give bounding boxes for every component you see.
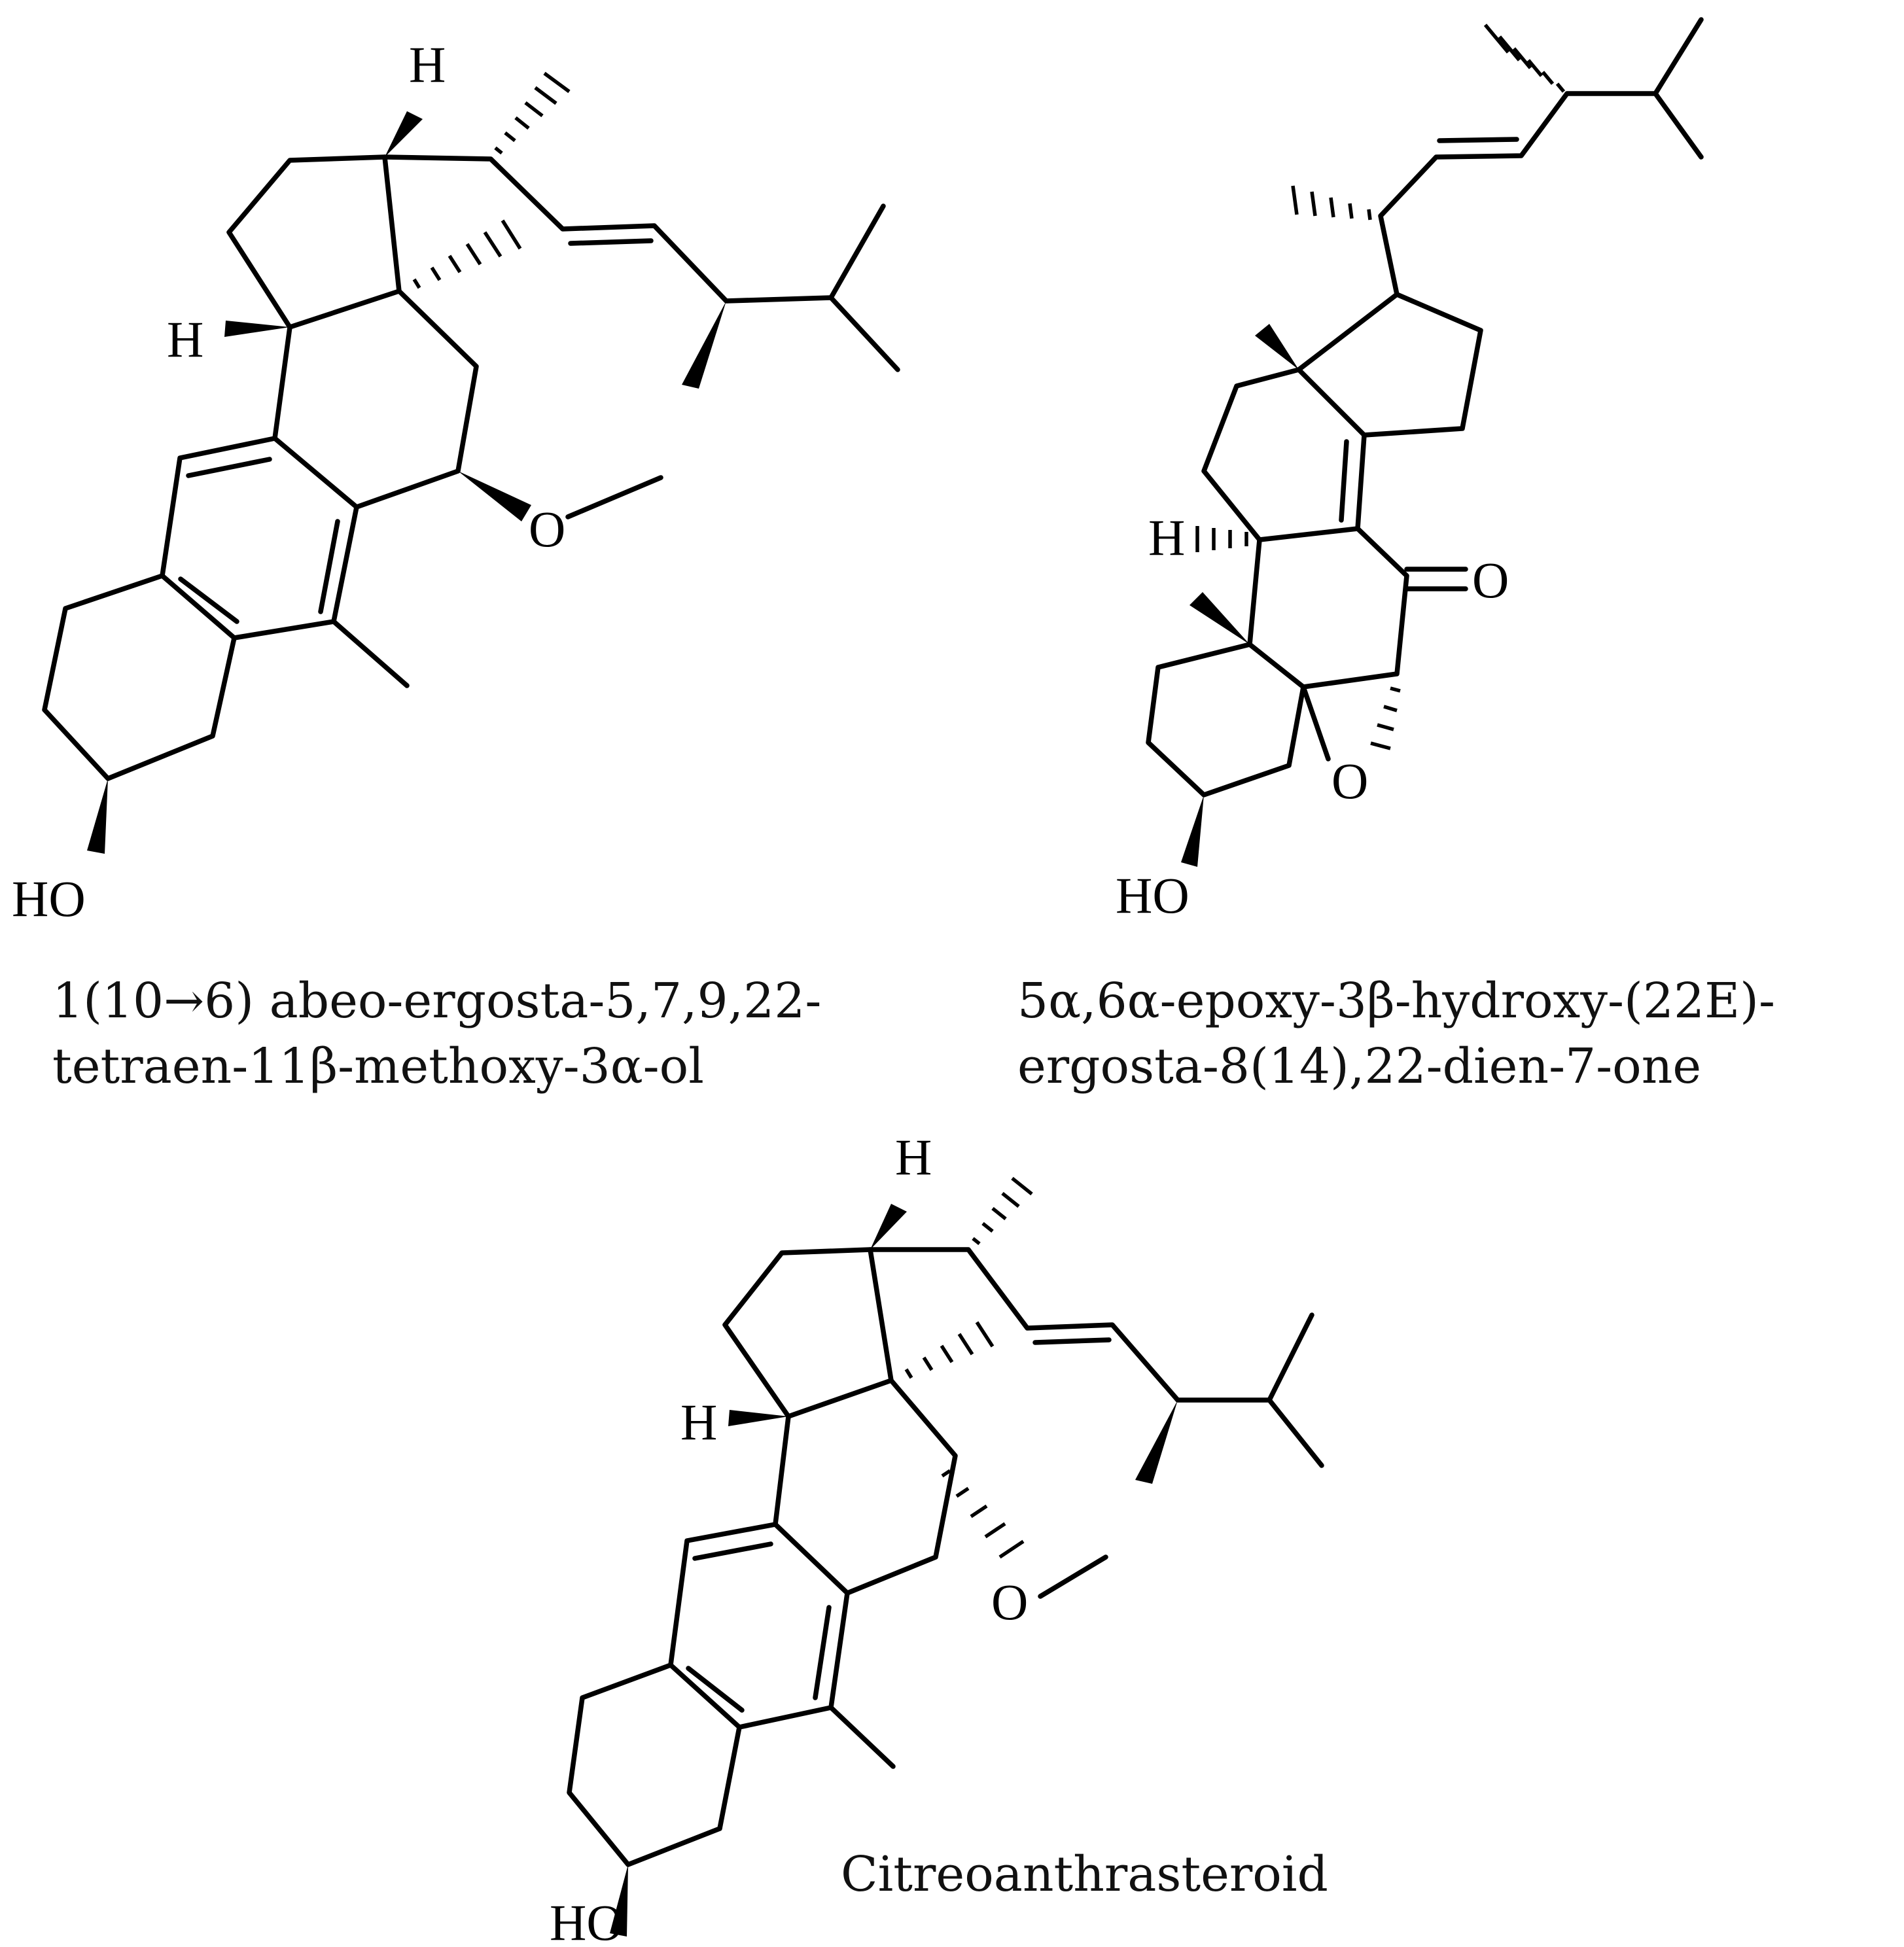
c3-ring-d bbox=[722, 1247, 894, 1419]
c3-label-o-methoxy: O bbox=[991, 1573, 1028, 1630]
c2-ring-b bbox=[1247, 526, 1409, 690]
c2-wedge-c10-methyl bbox=[1190, 592, 1250, 644]
c3-label-h-top: H bbox=[895, 1129, 932, 1185]
c2-ring-c bbox=[1201, 367, 1367, 542]
c3-label-h-left: H bbox=[680, 1394, 717, 1450]
c1-label-h-left: H bbox=[167, 311, 203, 368]
c2-hash-epoxide bbox=[1370, 686, 1401, 750]
c1-side-chain-double bbox=[568, 238, 654, 246]
c1-methoxy-bond bbox=[565, 475, 663, 519]
c2-hash-c20-methyl bbox=[1291, 185, 1372, 220]
c1-ring-a bbox=[42, 573, 237, 781]
c1-ring-d bbox=[226, 154, 402, 330]
c1-ring-b-double-2 bbox=[178, 576, 239, 624]
c3-methyl-aromatic bbox=[828, 1705, 896, 1769]
c3-ring-c bbox=[773, 1378, 958, 1596]
c2-double-8-14 bbox=[1339, 439, 1349, 523]
c1-methyl-aromatic bbox=[331, 619, 410, 688]
c2-epoxide-bond bbox=[1301, 684, 1331, 762]
c3-hash-c20-methyl bbox=[972, 1176, 1033, 1246]
compound-3-name-line-1: Citreoanthrasteroid bbox=[841, 1846, 1328, 1903]
compound-2-name-line-2: ergosta-8(14),22-dien-7-one bbox=[1017, 1038, 1702, 1095]
c2-label-h: H bbox=[1148, 509, 1185, 566]
c2-hash-c24-methyl bbox=[1483, 24, 1566, 93]
c2-wedge-c13-methyl bbox=[1255, 324, 1299, 370]
c1-side-chain bbox=[382, 154, 900, 372]
c1-label-o-methoxy: O bbox=[529, 500, 565, 557]
compound-1-name-line-1: 1(10→6) abeo-ergosta-5,7,9,22- bbox=[52, 973, 822, 1029]
c2-ring-d bbox=[1296, 292, 1483, 438]
c3-hash-methoxy bbox=[941, 1469, 1025, 1559]
compound-2-name-line-1: 5α,6α-epoxy-3β-hydroxy-(22E)- bbox=[1017, 973, 1775, 1029]
compound-1-name-line-2: tetraen-11β-methoxy-3α-ol bbox=[52, 1038, 704, 1095]
c2-label-o-ketone: O bbox=[1472, 552, 1509, 608]
c3-wedge-h-left bbox=[728, 1410, 788, 1426]
compound-2-name: 5α,6α-epoxy-3β-hydroxy-(22E)- ergosta-8(… bbox=[1017, 968, 1775, 1099]
c3-ring-b-double-3 bbox=[813, 1605, 832, 1700]
c3-isopropyl-methyl-1 bbox=[1267, 1312, 1314, 1403]
c3-wedge-side-methyl bbox=[1135, 1400, 1178, 1484]
c2-side-chain-double bbox=[1437, 137, 1519, 143]
compound-3-structure: H H O HO bbox=[550, 1129, 1324, 1947]
compound-2-structure: H O O HO bbox=[1116, 17, 1704, 924]
c1-wedge-methoxy bbox=[458, 471, 531, 521]
c3-label-hydroxyl: HO bbox=[550, 1894, 624, 1947]
c1-hash-c20-methyl bbox=[494, 71, 571, 155]
c3-side-chain-double bbox=[1032, 1337, 1112, 1345]
c1-wedge-h-top bbox=[385, 111, 423, 157]
c3-ring-b bbox=[668, 1522, 850, 1730]
c3-hash-c13-methyl bbox=[904, 1321, 995, 1379]
c3-wedge-hydroxyl bbox=[610, 1865, 628, 1937]
c3-methoxy-bond bbox=[1038, 1554, 1108, 1599]
compound-3-name: Citreoanthrasteroid bbox=[841, 1842, 1328, 1907]
c1-label-h-top: H bbox=[409, 36, 446, 93]
compound-1-structure: H H O HO bbox=[12, 36, 900, 927]
c2-isopropyl-methyl bbox=[1653, 17, 1704, 96]
c2-ring-a bbox=[1146, 642, 1306, 798]
c3-ring-a bbox=[567, 1662, 742, 1867]
c1-wedge-h-left bbox=[224, 321, 290, 337]
c1-ring-b-double-1 bbox=[186, 457, 272, 478]
c3-ring-b-double-2 bbox=[686, 1666, 745, 1713]
c2-label-o-epoxide: O bbox=[1331, 752, 1368, 809]
c1-hash-c13-methyl bbox=[412, 219, 522, 289]
compound-1-name: 1(10→6) abeo-ergosta-5,7,9,22- tetraen-1… bbox=[52, 968, 821, 1099]
c1-wedge-side-methyl bbox=[682, 301, 726, 389]
c1-ring-b bbox=[160, 436, 359, 640]
c2-hash-h9 bbox=[1195, 526, 1248, 552]
c1-ring-c bbox=[272, 289, 479, 510]
c2-wedge-hydroxyl bbox=[1181, 795, 1204, 867]
c3-wedge-h-top bbox=[870, 1204, 907, 1250]
c1-label-hydroxyl: HO bbox=[12, 870, 86, 927]
c1-isopropyl-methyl-1 bbox=[828, 203, 886, 300]
c2-label-hydroxyl: HO bbox=[1116, 867, 1190, 924]
c1-ring-b-double-3 bbox=[318, 519, 340, 614]
c2-side-chain bbox=[1378, 91, 1704, 297]
c3-ring-b-double-1 bbox=[692, 1541, 773, 1561]
c1-wedge-hydroxyl bbox=[87, 779, 108, 854]
